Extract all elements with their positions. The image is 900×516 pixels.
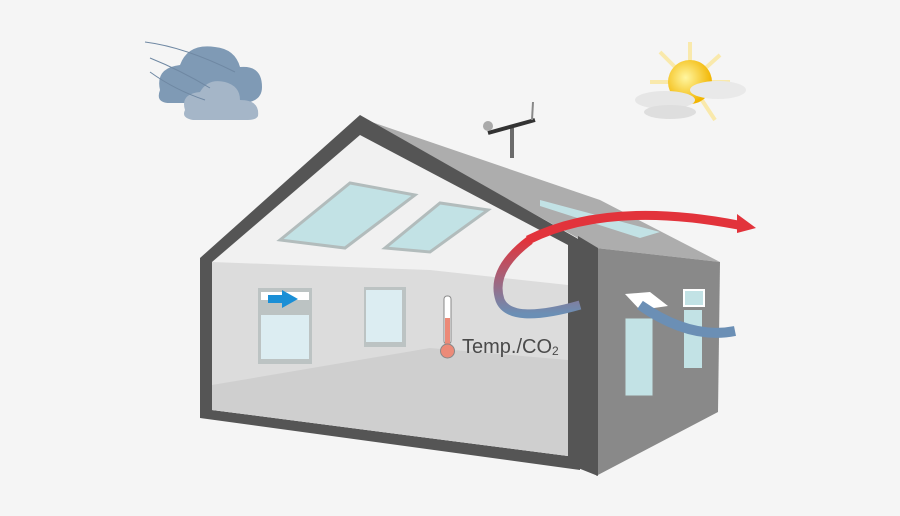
warm-air-flow-arrow: [493, 236, 582, 319]
sensor-label-subscript: 2: [552, 344, 559, 358]
weather-station: [483, 101, 536, 158]
fresh-air-inlet-arrow: [637, 300, 736, 338]
temp-co2-label: Temp./CO2: [462, 336, 559, 359]
storm-cloud-icon: [144, 41, 262, 120]
sun-cloud-icon: [635, 42, 746, 122]
open-window: [258, 288, 312, 364]
open-window-arrow: [268, 290, 298, 308]
thermometer-icon: [440, 295, 455, 359]
sensor-label-text: Temp./CO: [462, 336, 553, 358]
